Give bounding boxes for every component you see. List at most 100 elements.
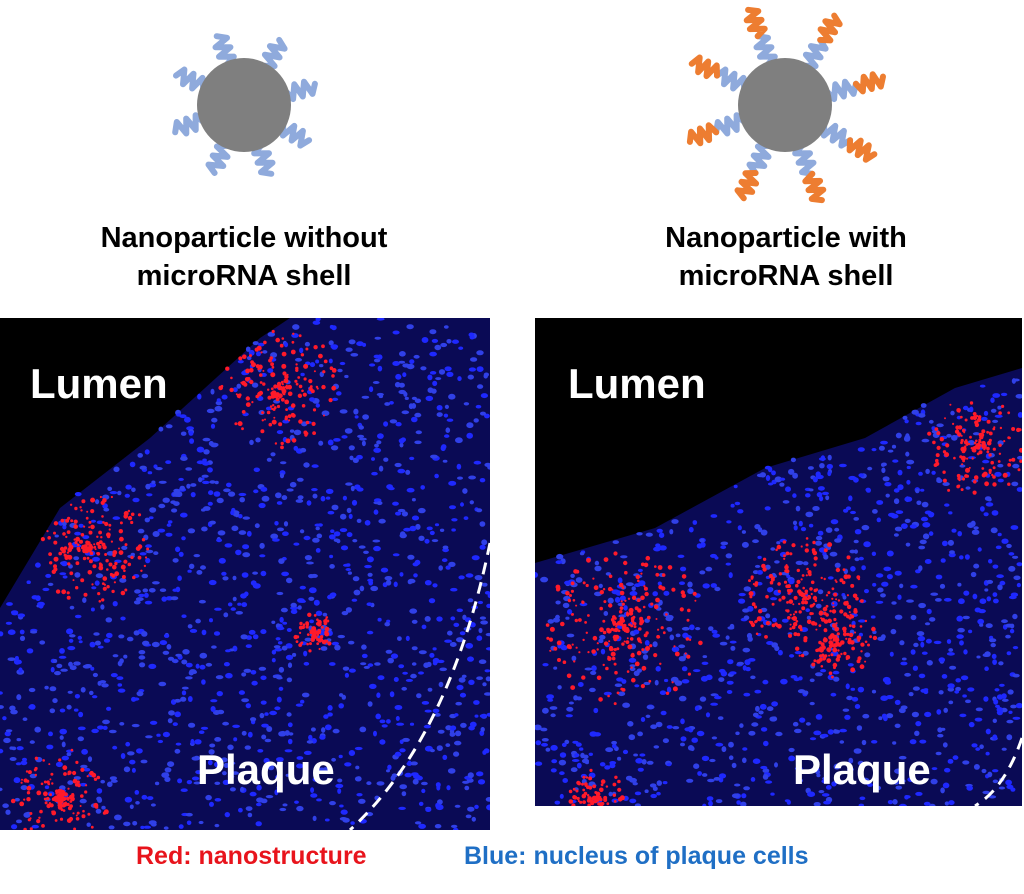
cell-nucleus <box>425 395 434 402</box>
cell-nucleus <box>457 376 462 382</box>
nanostructure-signal <box>274 442 278 445</box>
cell-nucleus <box>296 477 304 482</box>
cell-nucleus <box>1012 613 1018 620</box>
nanostructure-signal <box>298 625 303 630</box>
cell-nucleus <box>287 662 293 668</box>
cell-nucleus <box>468 679 475 685</box>
nanostructure-signal <box>600 779 606 784</box>
nanostructure-signal <box>630 666 633 669</box>
cell-nucleus <box>260 570 267 577</box>
cell-nucleus <box>972 432 980 436</box>
cell-nucleus <box>818 790 825 794</box>
cell-nucleus <box>818 547 826 553</box>
nanostructure-signal <box>60 518 65 523</box>
nanostructure-signal <box>798 610 802 614</box>
nanostructure-signal <box>694 599 697 602</box>
nanostructure-signal <box>600 783 604 787</box>
cell-nucleus <box>31 595 39 600</box>
cell-nucleus <box>94 580 100 586</box>
cell-nucleus <box>763 740 769 747</box>
cell-nucleus <box>742 608 750 613</box>
nanostructure-signal <box>820 576 823 580</box>
cell-nucleus <box>369 386 374 393</box>
cell-nucleus <box>853 748 862 754</box>
cell-nucleus <box>634 791 642 796</box>
nanostructure-signal <box>290 403 296 408</box>
cell-nucleus <box>162 650 170 655</box>
cell-nucleus <box>559 771 565 776</box>
plaque-boundary-line <box>348 542 490 830</box>
cell-nucleus <box>800 527 807 532</box>
cell-nucleus <box>939 583 946 589</box>
nanostructure-signal <box>603 600 607 604</box>
cell-nucleus <box>0 631 4 637</box>
cell-nucleus <box>986 579 994 584</box>
cell-nucleus <box>432 661 438 666</box>
cell-nucleus <box>276 591 284 596</box>
cell-nucleus <box>202 458 207 462</box>
cell-nucleus <box>441 444 447 450</box>
nanostructure-signal <box>619 606 624 610</box>
cell-nucleus <box>720 670 728 677</box>
cell-nucleus <box>247 731 253 738</box>
cell-nucleus <box>848 475 857 481</box>
nanostructure-signal <box>970 416 974 420</box>
cell-nucleus <box>237 360 244 364</box>
cell-nucleus <box>997 584 1003 591</box>
cell-nucleus <box>700 675 709 682</box>
cell-nucleus <box>820 669 827 673</box>
cell-nucleus <box>564 739 570 745</box>
cell-nucleus <box>858 803 865 806</box>
cell-nucleus <box>550 768 557 773</box>
nanostructure-signal <box>969 435 972 439</box>
cell-nucleus <box>39 640 46 645</box>
cell-nucleus <box>227 744 234 751</box>
nanostructure-signal <box>284 415 288 419</box>
nanostructure-signal <box>827 618 832 623</box>
cell-nucleus <box>107 486 113 491</box>
nanostructure-signal <box>952 422 955 425</box>
cell-nucleus <box>218 557 226 564</box>
cell-nucleus <box>889 651 894 657</box>
cell-nucleus <box>330 592 337 598</box>
nanostructure-signal <box>846 600 849 604</box>
nanostructure-signal <box>270 362 274 367</box>
cell-nucleus <box>465 573 474 578</box>
cell-nucleus <box>238 530 247 535</box>
cell-nucleus <box>766 706 774 712</box>
cell-nucleus <box>364 564 372 569</box>
cell-nucleus <box>861 739 867 746</box>
cell-nucleus <box>858 632 863 637</box>
cell-nucleus <box>211 645 217 649</box>
nanostructure-signal <box>331 385 337 391</box>
cell-nucleus <box>249 439 254 446</box>
cell-nucleus <box>429 329 437 335</box>
nanostructure-signal <box>260 429 265 434</box>
cell-nucleus <box>278 731 286 737</box>
cell-nucleus <box>351 598 358 602</box>
nanostructure-signal <box>831 675 834 679</box>
cell-nucleus <box>95 808 102 814</box>
nanostructure-signal <box>583 791 588 796</box>
cell-nucleus <box>144 600 153 605</box>
cell-nucleus <box>106 706 112 711</box>
cell-nucleus <box>617 577 623 584</box>
nanostructure-signal <box>673 645 676 648</box>
cell-nucleus <box>938 657 946 663</box>
cell-nucleus <box>411 646 418 651</box>
cell-nucleus <box>826 463 833 470</box>
nanostructure-signal <box>988 438 992 442</box>
cell-nucleus <box>175 546 181 553</box>
nanoparticle-with-shell-icon <box>686 6 886 204</box>
cell-nucleus <box>49 686 57 692</box>
nanostructure-signal <box>851 624 856 629</box>
cell-nucleus <box>138 655 146 660</box>
cell-nucleus <box>121 545 128 550</box>
nanostructure-signal <box>83 592 88 597</box>
nanostructure-signal <box>98 600 102 603</box>
cell-nucleus <box>210 423 216 429</box>
cell-nucleus <box>96 788 103 794</box>
nanostructure-signal <box>614 670 618 675</box>
plaque-label-right: Plaque <box>793 746 931 793</box>
cell-nucleus <box>477 779 486 785</box>
